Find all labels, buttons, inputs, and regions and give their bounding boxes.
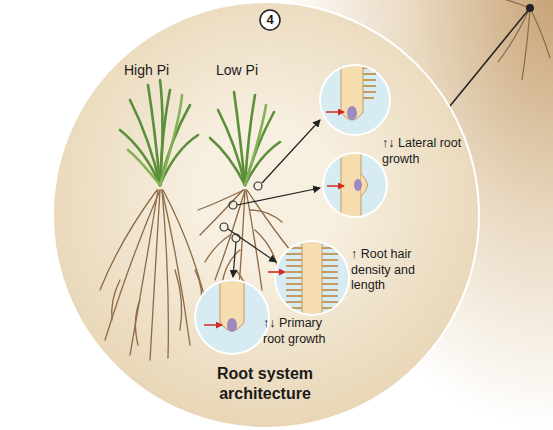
root-hair-zoom: ↑ Root hair density and length (274, 240, 350, 316)
zoom-caption: ↑↓ Primary root growth (263, 316, 343, 347)
condition-label: High Pi (124, 62, 184, 79)
primary-root-zoom: ↑↓ Primary root growth (194, 279, 270, 355)
condition-label: Low Pi (216, 62, 276, 79)
panel-title: Root system architecture (172, 364, 358, 404)
architecture-circle: Root system architecture ↑↓ Lateral root … (52, 1, 480, 429)
zoom-caption: ↑↓ Lateral root growth (382, 136, 462, 167)
callout-number: 4 (260, 12, 280, 28)
zoom-caption: ↑ Root hair density and length (351, 247, 429, 294)
lateral-root-zoom: ↑↓ Lateral root growth (319, 64, 391, 136)
